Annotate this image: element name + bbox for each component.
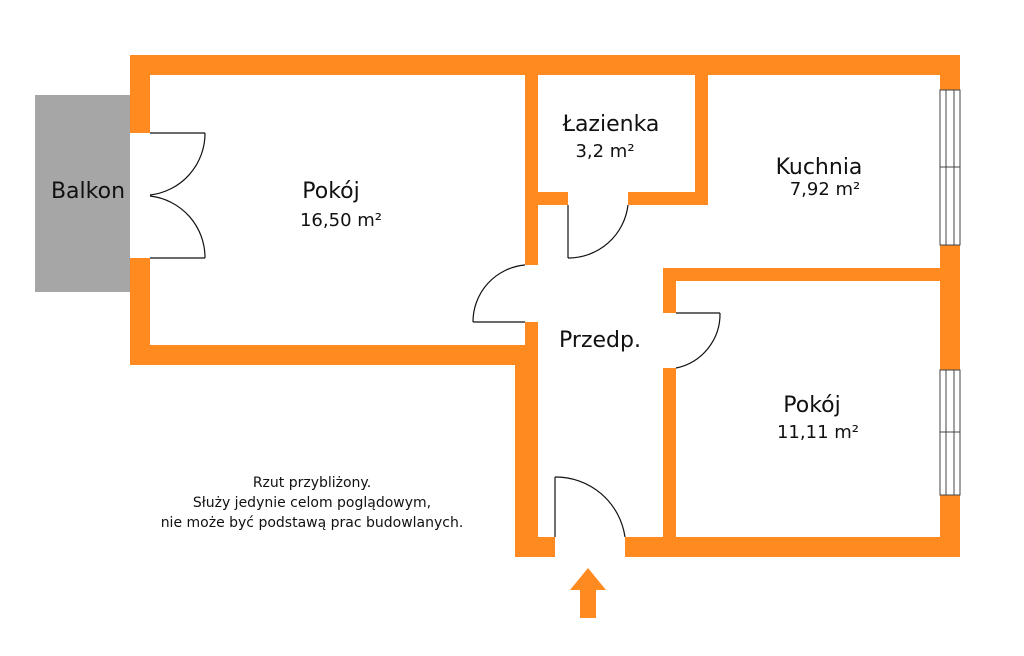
room-2-name: Pokój: [783, 393, 840, 418]
windows: [939, 89, 961, 496]
kitchen-name: Kuchnia: [776, 155, 863, 180]
disclaimer-line-3: nie może być podstawą prac budowlanych.: [161, 515, 464, 531]
door-room-2: [675, 312, 721, 369]
bathroom-name: Łazienka: [562, 112, 660, 137]
door-entrance: [554, 476, 626, 538]
bathroom-area: 3,2 m²: [575, 141, 634, 162]
doors: [149, 132, 721, 538]
balcony-area: [35, 95, 130, 292]
arrow-up-icon: [570, 568, 606, 618]
room-1-area: 16,50 m²: [300, 210, 382, 231]
hallway-name: Przedp.: [559, 328, 641, 353]
room-1-name: Pokój: [302, 179, 359, 204]
kitchen-area: 7,92 m²: [790, 179, 861, 200]
walls: [130, 55, 960, 557]
balcony-label: Balkon: [51, 179, 125, 204]
door-living-room: [472, 264, 526, 323]
door-balcony: [149, 132, 206, 259]
disclaimer-line-2: Służy jedynie celom poglądowym,: [193, 495, 431, 511]
room-2-area: 11,11 m²: [777, 422, 859, 443]
disclaimer-line-1: Rzut przybliżony.: [253, 475, 371, 491]
door-bathroom: [567, 204, 629, 259]
